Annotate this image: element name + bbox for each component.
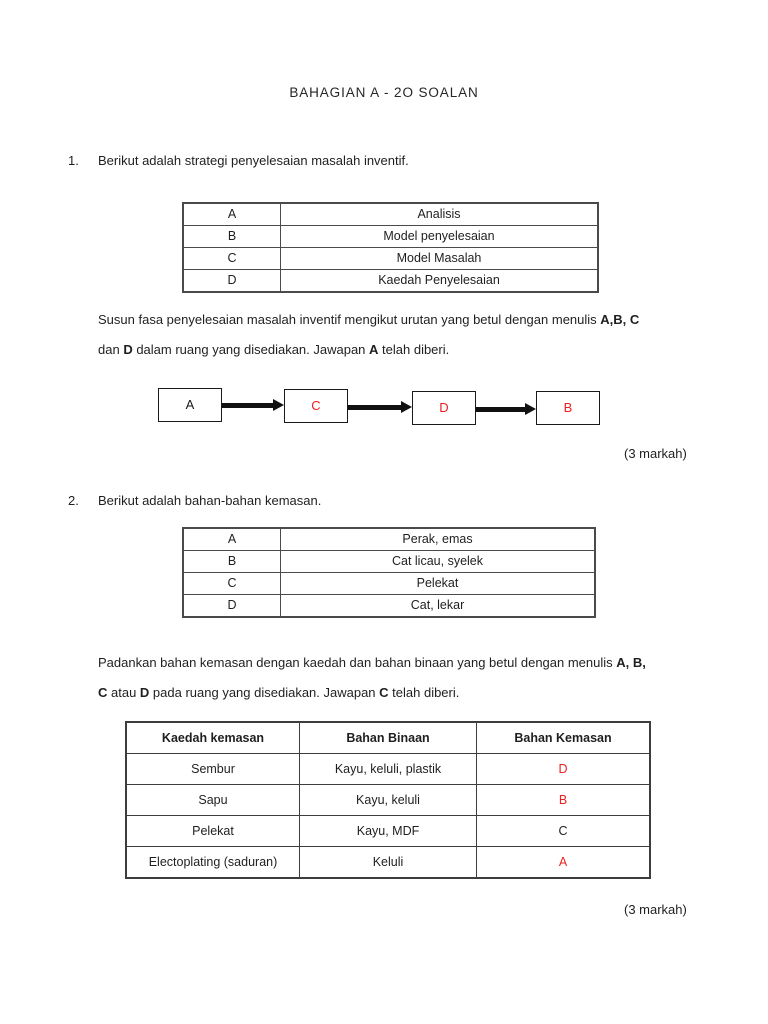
question-1-marks: (3 markah)	[624, 446, 687, 461]
cell-bahan-binaan: Kayu, keluli, plastik	[299, 753, 477, 785]
flow-box-3[interactable]: D	[412, 391, 476, 425]
option-key: A	[183, 528, 281, 551]
table-row: A Perak, emas	[183, 528, 595, 551]
question-1-number: 1.	[68, 153, 79, 168]
option-key: A	[183, 203, 281, 226]
question-2-matching-table: Kaedah kemasan Bahan Binaan Bahan Kemasa…	[126, 722, 650, 878]
instruction-bold: C	[379, 685, 389, 700]
instruction-bold: C	[98, 685, 108, 700]
flow-arrow-1	[222, 399, 284, 411]
answer-cell[interactable]: B	[476, 784, 650, 816]
option-key: C	[183, 247, 281, 270]
column-header-bahan-binaan: Bahan Binaan	[299, 722, 477, 754]
table-row: Sapu Kayu, keluli B	[126, 784, 650, 816]
flow-box-4[interactable]: B	[536, 391, 600, 425]
option-value: Analisis	[280, 203, 598, 226]
table-row: C Pelekat	[183, 572, 595, 595]
page-title: BAHAGIAN A - 2O SOALAN	[289, 85, 479, 100]
cell-kaedah: Electoplating (saduran)	[126, 846, 300, 878]
option-key: B	[183, 225, 281, 248]
cell-kaedah: Pelekat	[126, 815, 300, 847]
question-2-option-table: A Perak, emas B Cat licau, syelek C Pele…	[183, 528, 595, 617]
instruction-bold: D	[139, 685, 150, 700]
option-value: Model Masalah	[280, 247, 598, 270]
table-row: B Cat licau, syelek	[183, 550, 595, 573]
flow-arrow-3	[476, 403, 536, 415]
question-2-stem: Berikut adalah bahan-bahan kemasan.	[98, 493, 322, 508]
cell-kaedah: Sembur	[126, 753, 300, 785]
table-row: Electoplating (saduran) Keluli A	[126, 846, 650, 878]
option-key: D	[183, 269, 281, 292]
question-2-marks: (3 markah)	[624, 902, 687, 917]
table-row: D Kaedah Penyelesaian	[183, 269, 598, 292]
instruction-bold: A, B,	[616, 655, 646, 670]
instruction-bold: D	[123, 342, 133, 357]
table-row: A Analisis	[183, 203, 598, 226]
instruction-text: pada ruang yang disediakan. Jawapan	[149, 685, 380, 700]
instruction-text: atau	[107, 685, 140, 700]
cell-kaedah: Sapu	[126, 784, 300, 816]
cell-bahan-binaan: Kayu, MDF	[299, 815, 477, 847]
column-header-bahan-kemasan: Bahan Kemasan	[476, 722, 650, 754]
table-row: Pelekat Kayu, MDF C	[126, 815, 650, 847]
question-1-instruction: Susun fasa penyelesaian masalah inventif…	[98, 305, 718, 365]
option-value: Perak, emas	[280, 528, 595, 551]
option-key: D	[183, 594, 281, 617]
option-value: Pelekat	[280, 572, 595, 595]
instruction-bold: A	[369, 342, 379, 357]
option-value: Model penyelesaian	[280, 225, 598, 248]
question-1-stem: Berikut adalah strategi penyelesaian mas…	[98, 153, 409, 168]
answer-cell[interactable]: C	[476, 815, 650, 847]
table-row: B Model penyelesaian	[183, 225, 598, 248]
table-row: D Cat, lekar	[183, 594, 595, 617]
instruction-text: dalam ruang yang disediakan. Jawapan	[132, 342, 370, 357]
question-2-number: 2.	[68, 493, 79, 508]
option-value: Cat, lekar	[280, 594, 595, 617]
column-header-kaedah: Kaedah kemasan	[126, 722, 300, 754]
table-header-row: Kaedah kemasan Bahan Binaan Bahan Kemasa…	[126, 722, 650, 754]
instruction-text: telah diberi.	[388, 685, 460, 700]
answer-cell[interactable]: A	[476, 846, 650, 878]
option-key: B	[183, 550, 281, 573]
cell-bahan-binaan: Keluli	[299, 846, 477, 878]
question-1-option-table: A Analisis B Model penyelesaian C Model …	[183, 203, 598, 292]
option-key: C	[183, 572, 281, 595]
option-value: Cat licau, syelek	[280, 550, 595, 573]
table-row: C Model Masalah	[183, 247, 598, 270]
question-2-instruction: Padankan bahan kemasan dengan kaedah dan…	[98, 648, 713, 708]
question-1-flow-diagram: A C D B	[150, 375, 620, 435]
instruction-text: Padankan bahan kemasan dengan kaedah dan…	[98, 655, 617, 670]
answer-cell[interactable]: D	[476, 753, 650, 785]
flow-box-1[interactable]: A	[158, 388, 222, 422]
instruction-text: telah diberi.	[378, 342, 450, 357]
option-value: Kaedah Penyelesaian	[280, 269, 598, 292]
flow-arrow-2	[348, 401, 412, 413]
table-row: Sembur Kayu, keluli, plastik D	[126, 753, 650, 785]
instruction-text: Susun fasa penyelesaian masalah inventif…	[98, 312, 601, 327]
instruction-bold: A,B, C	[600, 312, 640, 327]
cell-bahan-binaan: Kayu, keluli	[299, 784, 477, 816]
flow-box-2[interactable]: C	[284, 389, 348, 423]
instruction-text: dan	[98, 342, 124, 357]
